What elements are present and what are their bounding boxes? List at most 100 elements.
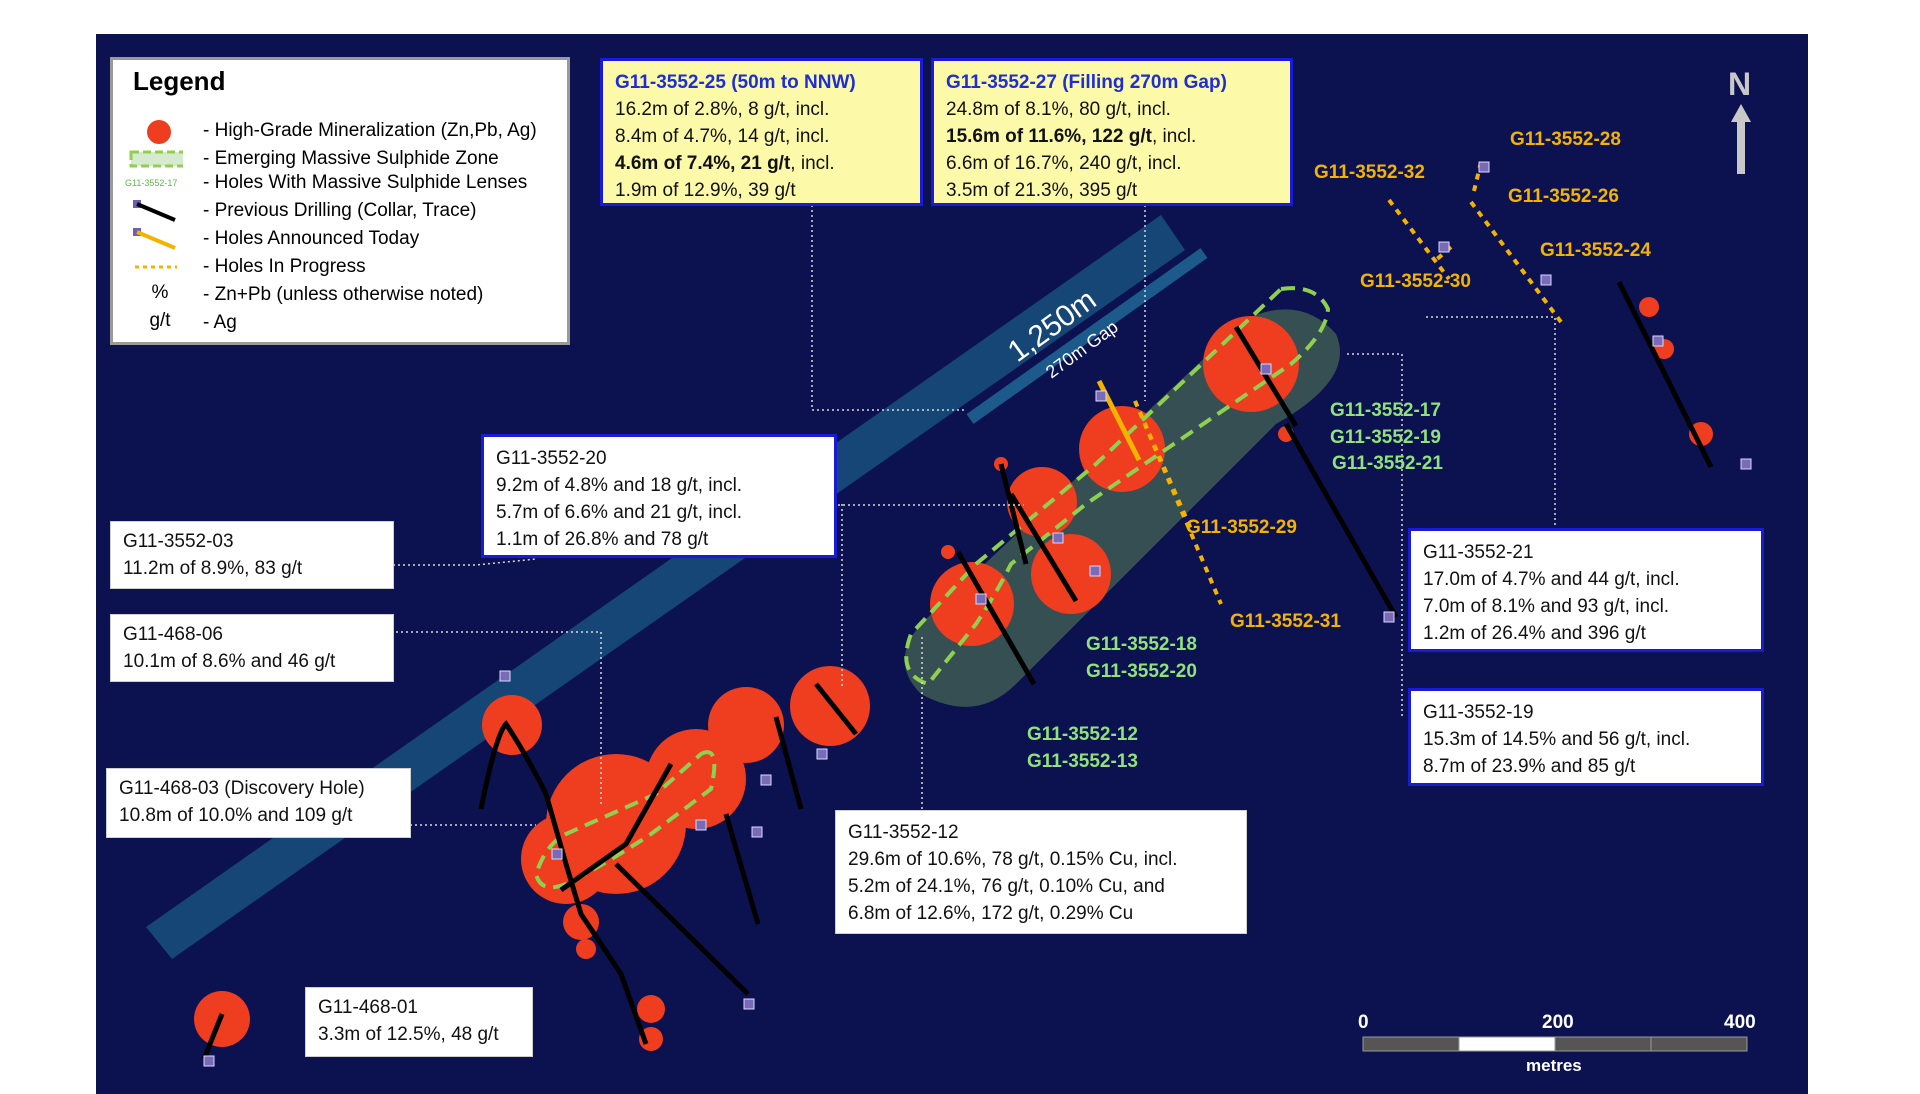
hole-label: G11-3552-20 (1086, 661, 1197, 682)
callout-line: 15.3m of 14.5% and 56 g/t, incl. (1423, 729, 1691, 750)
legend-item: - Emerging Massive Sulphide Zone (203, 148, 499, 169)
scale-tick-0: 0 (1358, 1012, 1369, 1033)
callout-line: 6.8m of 12.6%, 172 g/t, 0.29% Cu (848, 903, 1134, 924)
north-label: N (1728, 66, 1752, 102)
callout-line: 9.2m of 4.8% and 18 g/t, incl. (496, 475, 743, 496)
callout-line: 5.7m of 6.6% and 21 g/t, incl. (496, 502, 743, 523)
hole-label: G11-3552-28 (1510, 129, 1621, 150)
callout-line: 5.2m of 24.1%, 76 g/t, 0.10% Cu, and (848, 876, 1165, 897)
callout-line: 11.2m of 8.9%, 83 g/t (123, 558, 303, 579)
callout-line: 7.0m of 8.1% and 93 g/t, incl. (1423, 596, 1670, 617)
legend-item: - Holes With Massive Sulphide Lenses (203, 172, 528, 193)
callout-line: 10.8m of 10.0% and 109 g/t (119, 805, 353, 826)
hole-label: G11-3552-13 (1027, 751, 1138, 772)
legend-item: - Ag (203, 312, 237, 333)
callout-line: 29.6m of 10.6%, 78 g/t, 0.15% Cu, incl. (848, 849, 1178, 870)
legend-title: Legend (133, 66, 226, 96)
callout-title: G11-3552-20 (496, 448, 607, 469)
blob (1639, 297, 1659, 317)
hole-label: G11-3552-32 (1314, 162, 1425, 183)
hole-label: G11-3552-17 (1330, 400, 1441, 421)
blob (637, 995, 665, 1023)
callout-g11-468-01: G11-468-01 3.3m of 12.5%, 48 g/t (305, 987, 533, 1057)
callout-g11-3552-03: G11-3552-03 11.2m of 8.9%, 83 g/t (110, 521, 394, 589)
blob (639, 1027, 663, 1051)
hole-label: G11-3552-26 (1508, 186, 1619, 207)
blob (576, 939, 596, 959)
callout-line: 1.9m of 12.9%, 39 g/t (615, 180, 796, 201)
legend-item: - Previous Drilling (Collar, Trace) (203, 200, 477, 221)
hole-label: G11-3552-31 (1230, 611, 1341, 632)
blob (790, 666, 870, 746)
drill-traces (201, 280, 1714, 1060)
callout-title: G11-3552-21 (1423, 542, 1534, 563)
callout-line: 10.1m of 8.6% and 46 g/t (123, 651, 336, 672)
callout-line: 4.6m of 7.4%, 21 g/t, incl. (615, 150, 908, 177)
hole-label: G11-3552-19 (1330, 427, 1441, 448)
callout-suffix: , incl. (790, 153, 835, 174)
callout-bold: 4.6m of 7.4%, 21 g/t (615, 153, 791, 174)
callout-title: G11-468-01 (318, 997, 418, 1018)
hole-label: G11-3552-21 (1332, 453, 1443, 474)
callout-suffix: , incl. (1151, 126, 1197, 147)
yellow-trace-icon (133, 228, 176, 250)
callout-line: 8.7m of 23.9% and 85 g/t (1423, 756, 1636, 777)
zone-outline-upper (904, 286, 1331, 687)
collars (203, 161, 1752, 1067)
drill-map: 1,250m 270m Gap N 0 200 400 metres G11-3… (96, 34, 1808, 1094)
green-hole-label-icon: G11-3552-17 (125, 178, 178, 188)
dotted-yellow-icon (135, 265, 177, 269)
callout-bold: 15.6m of 11.6%, 122 g/t (946, 126, 1152, 147)
gt-symbol: g/t (149, 310, 171, 331)
north-arrow (1731, 104, 1751, 174)
scale-tick-200: 200 (1542, 1012, 1574, 1033)
holes-in-progress (1133, 161, 1566, 605)
callout-g11-3552-12: G11-3552-12 29.6m of 10.6%, 78 g/t, 0.15… (835, 810, 1247, 934)
callout-g11-3552-27: G11-3552-27 (Filling 270m Gap) 24.8m of … (931, 58, 1293, 206)
hole-label: G11-3552-12 (1027, 724, 1138, 745)
percent-symbol: % (151, 282, 169, 303)
callout-line: 1.2m of 26.4% and 396 g/t (1423, 623, 1646, 644)
callout-line: 17.0m of 4.7% and 44 g/t, incl. (1423, 569, 1680, 590)
blob (1079, 406, 1165, 492)
legend-item: - Holes Announced Today (203, 228, 420, 249)
callout-line: 24.8m of 8.1%, 80 g/t, incl. (946, 99, 1171, 120)
scale-bar (1362, 1036, 1748, 1052)
red-blob-icon (147, 120, 171, 144)
callout-g11-3552-19: G11-3552-19 15.3m of 14.5% and 56 g/t, i… (1408, 688, 1764, 786)
callout-g11-3552-21: G11-3552-21 17.0m of 4.7% and 44 g/t, in… (1408, 528, 1764, 652)
blob (1203, 316, 1299, 412)
callout-line: 8.4m of 4.7%, 14 g/t, incl. (615, 126, 830, 147)
callout-line: 1.1m of 26.8% and 78 g/t (496, 529, 709, 550)
callout-line: 3.3m of 12.5%, 48 g/t (318, 1024, 499, 1045)
callout-title: G11-3552-19 (1423, 702, 1534, 723)
leader-lines (388, 205, 1556, 839)
callout-line: 16.2m of 2.8%, 8 g/t, incl. (615, 99, 830, 120)
callout-line: 15.6m of 11.6%, 122 g/t, incl. (946, 123, 1278, 150)
blob (941, 545, 955, 559)
callout-g11-468-03: G11-468-03 (Discovery Hole) 10.8m of 10.… (106, 768, 411, 838)
hole-label: G11-3552-30 (1360, 271, 1471, 292)
legend: Legend - High-Grade Mineralization (Zn,P… (110, 57, 570, 345)
blob (482, 695, 542, 755)
hole-label: G11-3552-29 (1186, 517, 1297, 538)
hole-label: G11-3552-24 (1540, 240, 1651, 261)
callout-line: 6.6m of 16.7%, 240 g/t, incl. (946, 153, 1182, 174)
callout-line: 3.5m of 21.3%, 395 g/t (946, 180, 1138, 201)
blob (1031, 534, 1111, 614)
callout-title: G11-3552-27 (Filling 270m Gap) (946, 72, 1227, 93)
legend-item: - Holes In Progress (203, 256, 366, 277)
gap-band-line (966, 248, 1208, 424)
callout-title: G11-3552-12 (848, 822, 959, 843)
legend-item: - Zn+Pb (unless otherwise noted) (203, 284, 484, 305)
callout-title: G11-468-03 (Discovery Hole) (119, 778, 365, 799)
blob (646, 729, 746, 829)
callout-g11-468-06: G11-468-06 10.1m of 8.6% and 46 g/t (110, 614, 394, 682)
callout-title: G11-3552-25 (50m to NNW) (615, 72, 856, 93)
legend-item: - High-Grade Mineralization (Zn,Pb, Ag) (203, 120, 537, 141)
hole-label: G11-3552-18 (1086, 634, 1197, 655)
blob (930, 562, 1014, 646)
green-dashed-zone-icon (129, 150, 183, 168)
scale-tick-400: 400 (1724, 1012, 1756, 1033)
callout-g11-3552-20: G11-3552-20 9.2m of 4.8% and 18 g/t, inc… (481, 434, 837, 558)
